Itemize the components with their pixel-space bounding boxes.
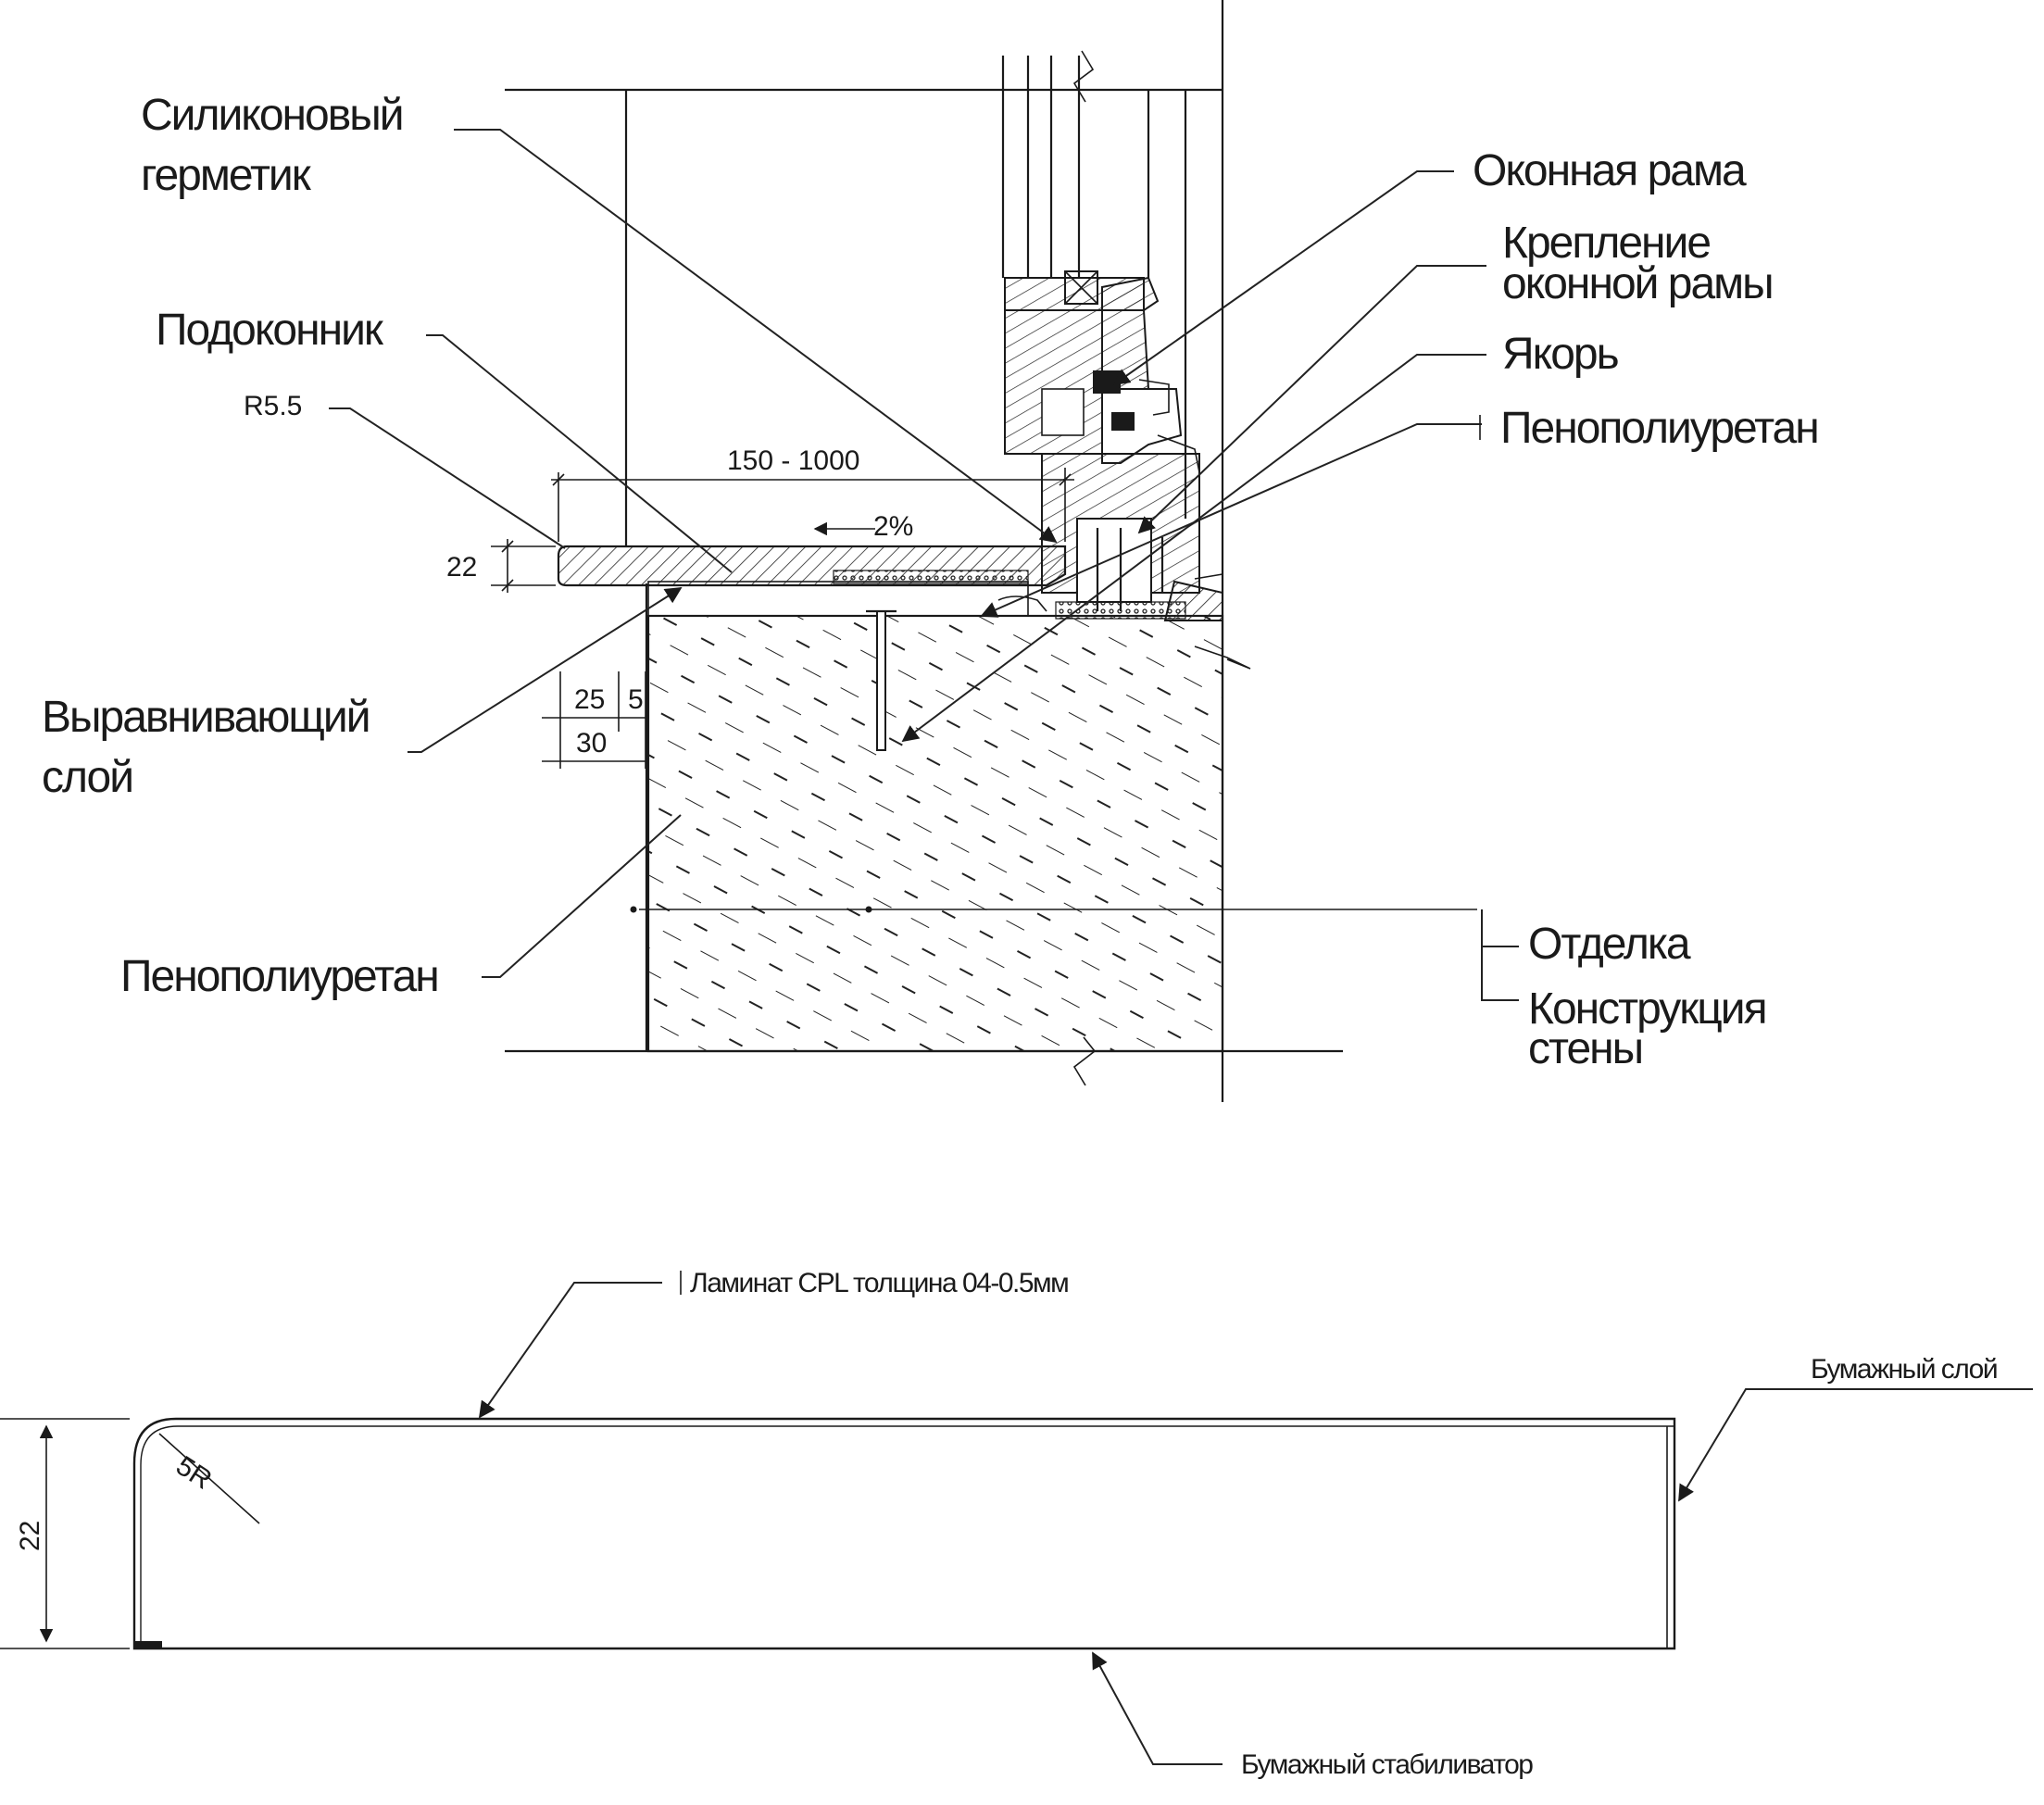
label-finish: Отделка bbox=[1481, 909, 1693, 969]
laminate-layer bbox=[140, 1425, 1674, 1648]
svg-text:стены: стены bbox=[1528, 1024, 1642, 1073]
label-silicone-sealant: Силиконовый герметик bbox=[141, 91, 1058, 544]
svg-text:оконной рамы: оконной рамы bbox=[1502, 259, 1773, 308]
svg-text:слой: слой bbox=[42, 753, 132, 802]
dimension-5: 5 bbox=[628, 684, 644, 715]
svg-text:Конструкция: Конструкция bbox=[1528, 984, 1766, 1034]
anchor-text: Якорь bbox=[1502, 330, 1619, 379]
sill-text: Подоконник bbox=[156, 306, 384, 355]
profile-thickness-dimension: 22 bbox=[0, 1418, 130, 1649]
label-frame-fixing: Крепление оконной рамы bbox=[1137, 219, 1774, 534]
radius-leader bbox=[158, 1433, 260, 1524]
label-anchor: Якорь bbox=[901, 330, 1621, 743]
label-window-sill: Подоконник bbox=[156, 306, 733, 573]
fixing-line-2: оконной рамы bbox=[1502, 259, 1773, 308]
dimension-width-value: 150 - 1000 bbox=[727, 445, 859, 476]
slope-indicator: 2% bbox=[813, 511, 913, 542]
paper-layer-text: Бумажный слой bbox=[1811, 1354, 1997, 1385]
svg-text:герметик: герметик bbox=[141, 151, 312, 200]
dimension-30: 30 bbox=[576, 728, 607, 758]
label-paper-layer: Бумажный слой bbox=[1678, 1354, 2033, 1502]
wall-structure bbox=[646, 614, 1224, 1053]
svg-text:Крепление: Крепление bbox=[1502, 219, 1710, 268]
foam-right-text: Пенополиуретан bbox=[1500, 404, 1818, 453]
frame-text: Оконная рама bbox=[1473, 146, 1747, 195]
dimension-width: 150 - 1000 bbox=[551, 445, 1074, 542]
dimension-offsets: 25 5 30 bbox=[542, 671, 648, 769]
label-leveling-layer: Выравнивающий слой bbox=[42, 587, 683, 802]
radius-text: R5.5 bbox=[244, 391, 302, 421]
leveling-line-2: слой bbox=[42, 753, 132, 802]
silicone-line-2: герметик bbox=[141, 151, 312, 200]
leveling-layer bbox=[647, 581, 1029, 617]
leveling-line-1: Выравнивающий bbox=[42, 693, 370, 742]
svg-text:Силиконовый: Силиконовый bbox=[141, 91, 403, 140]
window-sill-board bbox=[557, 545, 1067, 587]
finish-dot-2 bbox=[865, 906, 872, 913]
label-wall-structure: Конструкция стены bbox=[1481, 946, 1768, 1073]
dimension-25: 25 bbox=[574, 684, 605, 715]
label-radius: R5.5 bbox=[244, 391, 566, 549]
label-laminate: Ламинат CPL толщина 04-0.5мм bbox=[478, 1268, 1070, 1419]
sill-profile: 5R bbox=[132, 1417, 1676, 1650]
profile-thickness-value: 22 bbox=[15, 1521, 45, 1551]
edge-mark bbox=[134, 1641, 162, 1648]
laminate-text: Ламинат CPL толщина 04-0.5мм bbox=[690, 1268, 1068, 1298]
anchor-rod bbox=[876, 610, 886, 751]
wall-line-2: стены bbox=[1528, 1024, 1642, 1073]
label-paper-stabilizer: Бумажный стабиливатор bbox=[1092, 1651, 1535, 1780]
dimension-thickness-value: 22 bbox=[446, 552, 477, 583]
finish-text: Отделка bbox=[1528, 920, 1691, 969]
label-foam-right: Пенополиуретан bbox=[980, 404, 1820, 618]
silicone-line-1: Силиконовый bbox=[141, 91, 403, 140]
paper-stabilizer-text: Бумажный стабиливатор bbox=[1241, 1749, 1533, 1780]
label-foam-left: Пенополиуретан bbox=[120, 814, 682, 1001]
sill-profile-outline bbox=[132, 1417, 1676, 1650]
section-drawing bbox=[505, 0, 1477, 1102]
wall-line-1: Конструкция bbox=[1528, 984, 1766, 1034]
label-window-frame: Оконная рама bbox=[1112, 146, 1749, 386]
svg-text:Выравнивающий: Выравнивающий bbox=[42, 693, 370, 742]
slope-value: 2% bbox=[873, 511, 913, 542]
foam-left-text: Пенополиуретан bbox=[120, 952, 438, 1001]
fixing-line-1: Крепление bbox=[1502, 219, 1710, 268]
finish-dot-1 bbox=[630, 906, 637, 913]
dimension-thickness: 22 bbox=[446, 539, 556, 593]
